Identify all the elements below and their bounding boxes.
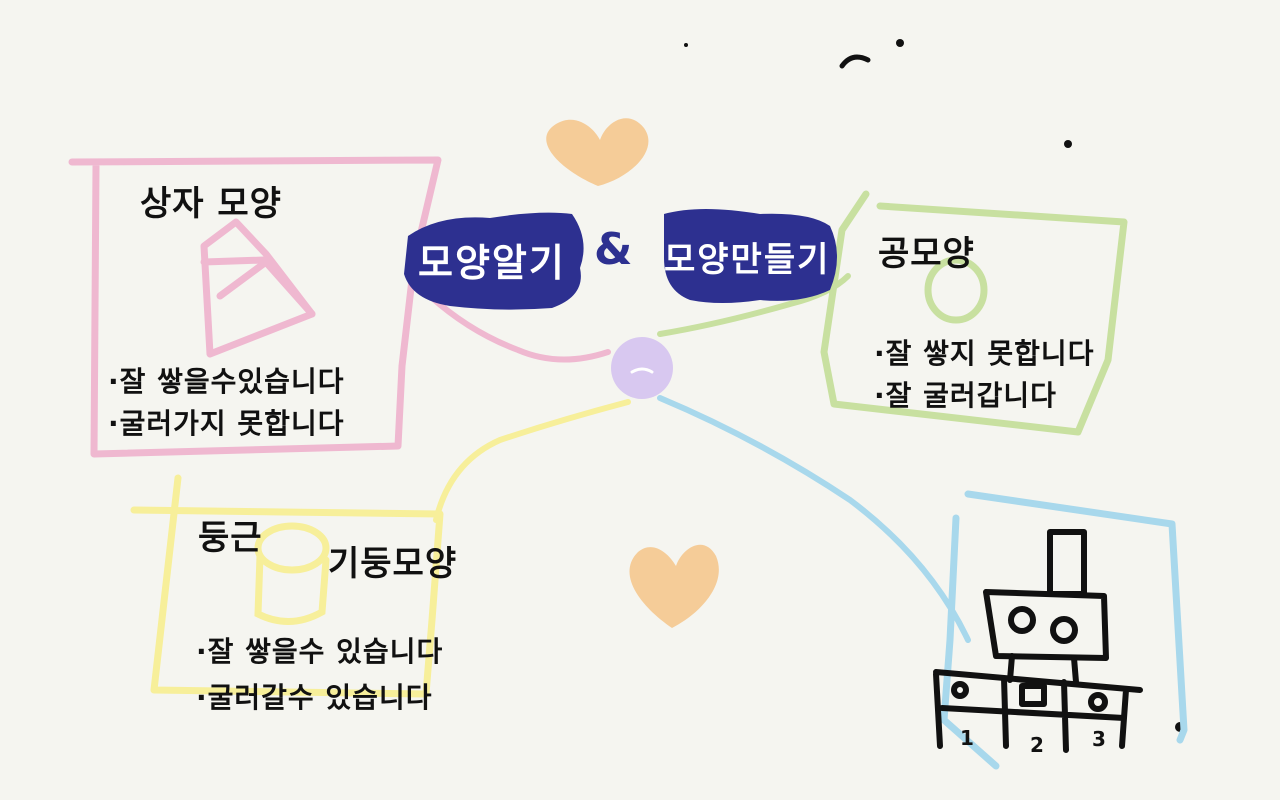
cylinder-shape-icon: [254, 522, 330, 626]
title-right: 모양만들기: [664, 240, 831, 280]
robot-number-3: 3: [1092, 727, 1106, 751]
cylinder-heading-left: 둥근: [198, 518, 263, 558]
box-shape-bullet-1: ·잘 쌓을수있습니다: [108, 365, 345, 398]
yellow-connector: [433, 399, 631, 523]
robot-number-2: 2: [1030, 733, 1044, 757]
pink-box-frame: [68, 156, 442, 458]
blue-connector: [657, 395, 971, 643]
box-shape-bullet-2: ·굴러가지 못합니다: [108, 407, 345, 440]
ball-shape-bullet-1: ·잘 쌓지 못합니다: [874, 337, 1095, 370]
green-box-frame: [820, 190, 1128, 436]
blue-box-frame: [940, 490, 1188, 770]
robot-numbers: 1 2 3: [960, 726, 1106, 757]
pink-connector: [427, 293, 611, 363]
title-left-highlight: [404, 212, 584, 310]
robot-number-1: 1: [960, 726, 974, 750]
yellow-box-frame: [130, 474, 444, 698]
heart-icon-top: [546, 118, 649, 186]
ball-shape-icon: [924, 256, 988, 324]
cylinder-bullet-2: ·굴러갈수 있습니다: [196, 681, 433, 714]
title-left: 모양알기: [418, 241, 566, 285]
cylinder-heading-right: 기둥모양: [328, 544, 458, 584]
title-right-highlight: [664, 209, 837, 303]
box-shape-icon: [200, 218, 316, 358]
title-connector: &: [594, 224, 634, 275]
robot-drawing: [933, 529, 1143, 753]
stray-dots: [684, 39, 1185, 732]
cylinder-bullet-1: ·잘 쌓을수 있습니다: [196, 635, 444, 668]
box-shape-heading: 상자 모양: [140, 184, 282, 224]
heart-icon-bottom: [629, 544, 719, 628]
ball-shape-bullet-2: ·잘 굴러갑니다: [874, 379, 1057, 412]
ball-shape-heading: 공모양: [878, 234, 975, 274]
